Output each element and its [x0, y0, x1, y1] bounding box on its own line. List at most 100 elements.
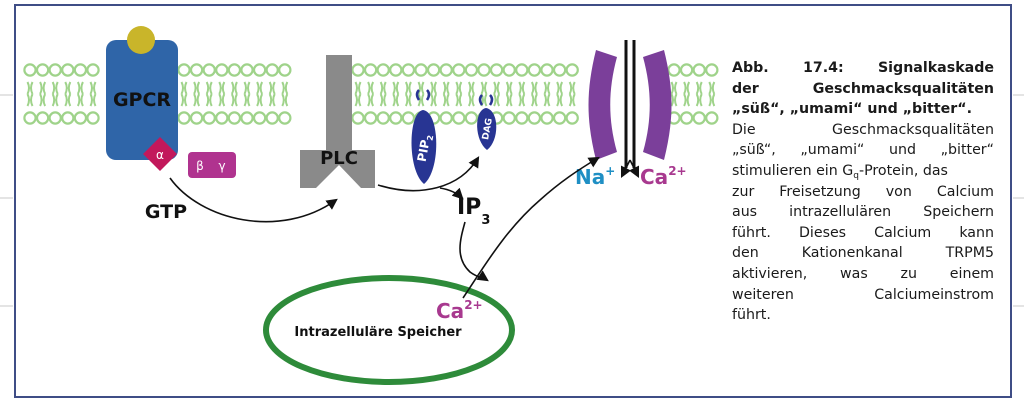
lipid-tail	[64, 93, 72, 107]
caption-word: TRPM5	[945, 245, 994, 262]
g-protein: α β γ	[143, 137, 236, 178]
lipid-head	[189, 63, 204, 77]
caption-line-3: stimulieren ein Gq-Protein, das	[732, 161, 994, 182]
lipid-head	[477, 63, 491, 77]
lipid-head	[252, 63, 267, 77]
lipid-tail	[568, 81, 576, 95]
lipid-head	[73, 63, 88, 77]
lipid-tail	[205, 81, 213, 95]
alpha-label: α	[156, 148, 164, 162]
lipid-head	[265, 111, 279, 125]
lipid-tail	[180, 93, 188, 107]
lipid-tail	[455, 93, 463, 107]
caption-word: zu	[900, 265, 917, 282]
lipid-tail	[493, 81, 501, 95]
lipid-tail	[256, 93, 264, 107]
caption-line-7: den Kationenkanal TRPM5	[732, 243, 994, 264]
caption-word: Calcium	[936, 183, 994, 200]
lipid-tail	[683, 81, 691, 95]
lipid-tail	[404, 81, 412, 95]
lipid-tail	[205, 93, 213, 107]
caption-word: was	[840, 265, 868, 282]
lipid-head	[452, 63, 466, 77]
lipid-tail	[442, 81, 450, 95]
lipid-tail	[543, 81, 551, 95]
caption-word: „bitter“	[940, 142, 994, 159]
lipid-head	[189, 111, 204, 125]
lipid-head	[439, 63, 453, 77]
lipid-head	[177, 111, 191, 125]
lipid-head	[401, 63, 416, 77]
lipid-tail	[392, 81, 400, 95]
lipid-tail	[89, 93, 97, 107]
caption-word: weiteren	[732, 286, 794, 303]
lipid-tail	[392, 93, 400, 107]
lipid-head	[215, 63, 229, 77]
lipid-head	[540, 111, 554, 125]
lipid-head	[86, 111, 100, 125]
lipid-tail	[404, 93, 412, 107]
lipid-head	[527, 111, 542, 125]
lipid-tail	[281, 93, 289, 107]
caption-title-line-2: der Geschmacksqualitäten	[732, 79, 994, 100]
caption-word: Dieses	[798, 224, 847, 241]
lipid-head	[278, 111, 292, 125]
lipid-head	[23, 63, 37, 77]
lipid-tail	[26, 93, 34, 107]
caption-word: Calciumeinstrom	[874, 286, 994, 303]
plc-enzyme: PLC	[300, 55, 375, 188]
lipid-head	[389, 111, 403, 125]
caption-line-4: zur Freisetzung von Calcium	[732, 182, 994, 203]
lipid-tail	[708, 81, 716, 95]
lipid-tail	[268, 81, 276, 95]
lipid-head	[464, 63, 479, 77]
lipid-head	[363, 111, 378, 125]
lipid-head	[376, 111, 390, 125]
lipid-head	[61, 111, 75, 125]
ligand-circle	[127, 26, 155, 54]
caption-word: den	[732, 245, 759, 262]
lipid-head	[351, 63, 365, 77]
gamma-label: γ	[218, 159, 225, 173]
lipid-head	[61, 63, 75, 77]
lipid-head	[692, 111, 706, 125]
lipid-tail	[543, 93, 551, 107]
lipid-tail	[268, 93, 276, 107]
caption-word: intrazellulären	[789, 204, 892, 221]
lipid-tail	[51, 93, 59, 107]
caption-title-line-1: Abb. 17.4: Signalkaskade	[732, 58, 994, 79]
lipid-tail	[505, 81, 513, 95]
lipid-head	[489, 63, 504, 77]
caption-word: und	[889, 142, 917, 159]
caption-word: von	[885, 183, 912, 200]
plc-label: PLC	[320, 148, 358, 169]
caption-line-8: aktivieren, was zu einem	[732, 264, 994, 285]
lipid-head	[692, 63, 706, 77]
ip3-label: IP3	[457, 195, 490, 228]
caption-word: „umami“	[800, 142, 865, 159]
gpcr-label: GPCR	[113, 89, 171, 111]
trpm5-channel	[588, 40, 672, 179]
lipid-tail	[695, 93, 703, 107]
lipid-tail	[367, 81, 375, 95]
lipid-tail	[683, 93, 691, 107]
lipid-head	[502, 63, 516, 77]
lipid-tail	[64, 81, 72, 95]
lipid-tail	[243, 81, 251, 95]
lipid-head	[515, 111, 529, 125]
lipid-head	[439, 111, 453, 125]
lipid-tail	[695, 81, 703, 95]
lipid-tail	[467, 81, 475, 95]
lipid-head	[240, 63, 254, 77]
caption-subscript: q	[853, 170, 859, 181]
caption-word: einem	[949, 265, 994, 282]
caption-word: Calcium	[874, 224, 932, 241]
lipid-tail	[518, 93, 526, 107]
lipid-head	[515, 63, 529, 77]
lipid-tail	[379, 93, 387, 107]
arrow-ip3-to-store	[459, 221, 489, 282]
lipid-tail	[455, 81, 463, 95]
lipid-tail	[467, 93, 475, 107]
caption-word: führt.	[732, 224, 771, 241]
